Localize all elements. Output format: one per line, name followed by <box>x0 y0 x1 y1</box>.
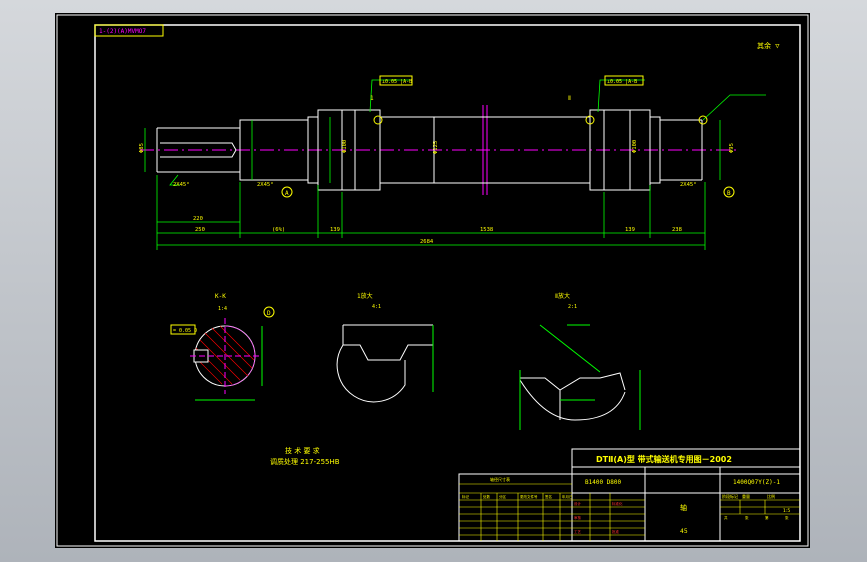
tech-req-title: 技 术 要 求 <box>285 446 320 455</box>
detail-2-view <box>519 324 641 430</box>
dim-seg2: (6%) <box>272 227 285 233</box>
title-block-stage-label: 阶段标记 <box>722 493 738 499</box>
section-kk-scale: 1:4 <box>218 306 227 312</box>
dim-mid: 1538 <box>480 227 493 233</box>
title-block-ratio-label: 比例 <box>767 493 775 499</box>
inner-border <box>94 24 801 542</box>
title-block-right-code: 1400Q07Y(Z)-1 <box>733 479 780 486</box>
dim-seg1: 250 <box>195 227 205 233</box>
label-1: 1 <box>370 95 374 102</box>
title-block-left-code: B1400 D800 <box>585 479 622 486</box>
drawing-code: 1-(2)(A)MVMO7 <box>99 28 146 35</box>
surface-finish-note: 其余 ▽ <box>757 41 780 50</box>
tech-req-line: 调质处理 217-255HB <box>270 457 340 466</box>
dim-chamfer-2: 2X45° <box>257 182 274 188</box>
detail-3-circle <box>698 115 708 125</box>
dim-d4: Φ100 <box>342 140 348 153</box>
detail-2-circle <box>585 115 595 125</box>
title-row-label-0: 标记 <box>462 494 470 499</box>
detail-1-view <box>336 324 434 403</box>
title-row-label-2: 分区 <box>499 494 507 499</box>
detail-1-scale: 4:1 <box>372 304 381 310</box>
dim-d3: Φ125 <box>433 141 439 154</box>
title-block-part-name: 轴 <box>680 503 687 512</box>
dim-key: 220 <box>193 216 203 222</box>
gtol-frames: ⊥0.05 |A-B ⊥0.05 |A-B = 0.05 D <box>170 75 644 335</box>
datum-a-circle <box>281 186 293 198</box>
datum-d-circle <box>263 306 275 318</box>
title-block-material: 45 <box>680 528 688 535</box>
title-block-scale: 1:5 <box>783 508 790 514</box>
datum-a-label: A <box>285 190 289 197</box>
datum-b-label: B <box>727 190 731 197</box>
gtol-1: ⊥0.05 |A-B <box>382 79 412 85</box>
title-block-weight-label: 重量 <box>742 493 750 499</box>
title-row-label-4: 签名 <box>545 494 552 499</box>
dimension-lines <box>144 79 766 250</box>
title-row-label-5: 年月日 <box>562 494 573 499</box>
outer-border <box>56 14 809 547</box>
shaft-outline <box>156 109 703 191</box>
title-block-notes-header: 轴径尺寸表 <box>490 476 510 482</box>
sheet-info-1: 张 <box>745 515 749 520</box>
dim-d2: Φ95 <box>729 143 735 153</box>
label-2: Ⅱ <box>568 95 571 102</box>
title-row-approve: 批准 <box>612 529 620 534</box>
sheet-info-3: 张 <box>785 515 789 520</box>
detail-1-circle <box>373 115 383 125</box>
title-row-design: 设计 <box>574 501 582 506</box>
datum-d-label: D <box>267 310 271 317</box>
dim-seg4: 139 <box>625 227 635 233</box>
title-block-title: DTⅡ(A)型 带式输送机专用图－2002 <box>596 454 732 464</box>
dim-d4-right: Φ100 <box>632 140 638 153</box>
sheet-info-2: 第 <box>765 515 769 520</box>
title-row-review: 审核 <box>574 515 582 520</box>
dim-chamfer-3: 2X45° <box>680 182 697 188</box>
detail-2-scale: 2:1 <box>568 304 577 310</box>
gtol-3: = 0.05 D <box>173 328 197 334</box>
title-row-standard: 标准化 <box>612 501 623 506</box>
dim-seg3: 139 <box>330 227 340 233</box>
title-row-process: 工艺 <box>574 529 582 534</box>
reference-markers <box>263 115 735 318</box>
datum-b-circle <box>723 186 735 198</box>
drawing-sheet <box>55 13 810 548</box>
title-block <box>458 448 801 542</box>
dim-chamfer: 2X45° <box>173 182 190 188</box>
dim-overall: 2684 <box>420 239 434 245</box>
detail-1-title: 1放大 <box>357 292 373 300</box>
dim-d1: Φ85 <box>139 143 145 153</box>
sheet-info-0: 共 <box>724 515 728 520</box>
drawing-code-frame <box>94 24 164 37</box>
title-row-label-3: 更改文件号 <box>520 494 538 499</box>
title-row-label-1: 处数 <box>483 494 491 499</box>
section-kk <box>190 318 263 401</box>
gtol-2: ⊥0.05 |A-B <box>607 79 637 85</box>
dim-seg5: 238 <box>672 227 682 233</box>
detail-2-title: Ⅱ放大 <box>555 292 570 300</box>
section-kk-title: K-K <box>215 293 226 300</box>
